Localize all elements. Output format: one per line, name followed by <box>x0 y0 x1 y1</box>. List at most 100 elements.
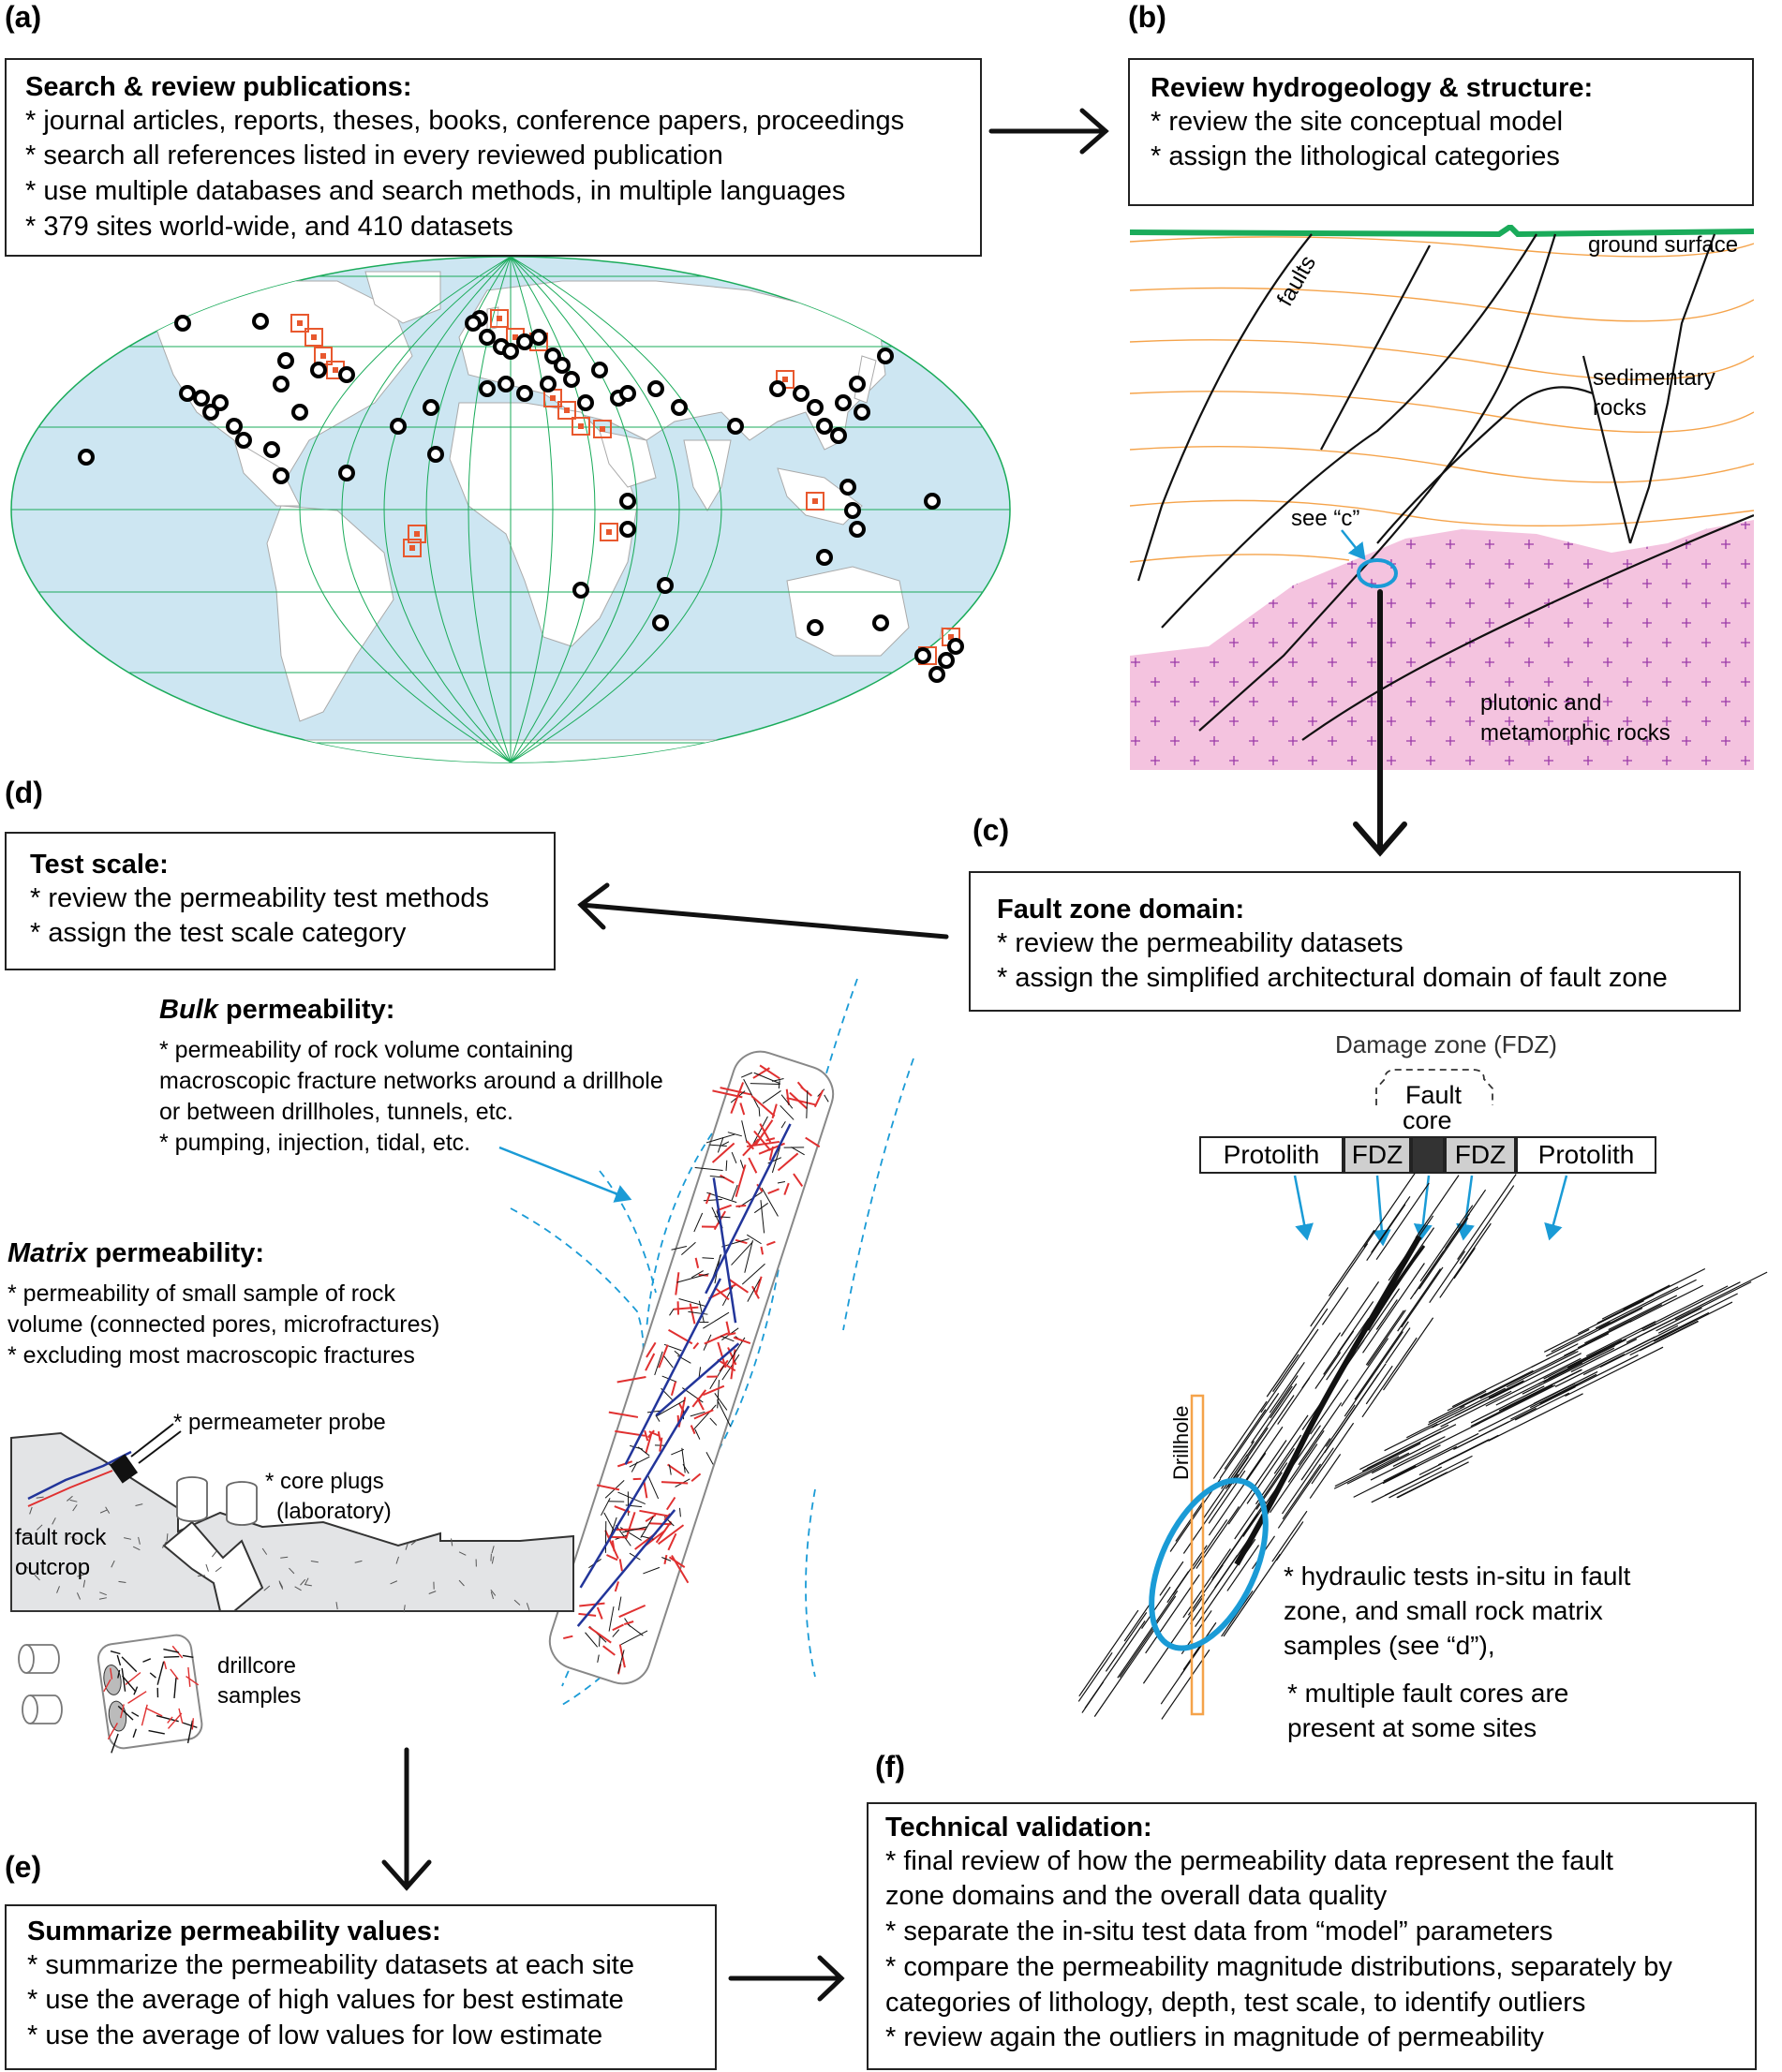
ground-surface-label: ground surface <box>1588 232 1739 258</box>
site-marker <box>544 348 561 364</box>
site-marker <box>540 376 557 392</box>
fracture-mark <box>602 1645 616 1656</box>
box-b-item: * assign the lithological categories <box>1151 141 1560 172</box>
secondary-fault-line <box>1427 1405 1465 1426</box>
secondary-fault-line <box>1428 1393 1487 1423</box>
fracture-mark <box>725 1321 731 1335</box>
fracture-mark <box>753 1130 772 1151</box>
box-summarize: Summarize permeability values: * summari… <box>5 1904 717 2070</box>
outcrop-speck <box>52 1517 56 1525</box>
fracture-mark <box>706 1375 719 1378</box>
fault-swarm-line <box>1142 1593 1206 1684</box>
fault-swarm-line <box>1282 1463 1322 1520</box>
site-marker <box>619 521 636 538</box>
core-fracture <box>167 1712 183 1729</box>
site-marker <box>849 521 866 538</box>
core-fracture <box>132 1728 137 1739</box>
fracture-mark <box>805 1136 821 1148</box>
fracture-mark <box>720 1335 735 1342</box>
fracture-mark <box>611 1535 627 1539</box>
process-arrows <box>381 108 1407 2002</box>
secondary-fault-line <box>1577 1300 1644 1335</box>
fracture-mark <box>780 1094 794 1109</box>
fracture-mark <box>659 1437 663 1452</box>
fault-swarm-line <box>1202 1454 1248 1520</box>
site-square-dot <box>320 353 326 359</box>
secondary-fault-line <box>1522 1347 1615 1395</box>
core-fracture <box>163 1655 180 1658</box>
core-fracture <box>122 1675 137 1693</box>
drill-samples <box>18 1644 63 1724</box>
fracture-mark <box>639 1509 671 1517</box>
fracture-mark <box>681 1447 686 1473</box>
fault-swarm-line <box>1161 1649 1210 1720</box>
plutonic-label-2: metamorphic rocks <box>1480 720 1671 746</box>
site-square-dot <box>409 545 415 551</box>
sedimentary-label-2: rocks <box>1593 395 1647 421</box>
fracture-mark <box>771 1147 781 1174</box>
site-marker <box>854 404 870 421</box>
outcrop-speck <box>118 1580 126 1584</box>
fracture-mark <box>645 1431 653 1454</box>
site-marker <box>390 418 407 435</box>
fracture-mark <box>754 1119 774 1147</box>
outcrop-speck <box>161 1541 168 1548</box>
fracture-mark <box>720 1174 735 1184</box>
fracture-mark <box>759 1064 780 1080</box>
fracture-mark <box>758 1107 761 1117</box>
outcrop-speck <box>22 1562 29 1569</box>
core-fracture <box>121 1656 138 1673</box>
fault-swarm-line <box>1081 1681 1105 1713</box>
site-marker <box>619 493 636 510</box>
site-square <box>403 539 422 557</box>
core-fracture <box>170 1668 179 1680</box>
core-fracture <box>178 1708 184 1724</box>
core-plugs-label-1: * core plugs <box>265 1469 384 1494</box>
fracture-mark <box>720 1087 752 1096</box>
fracture-mark <box>751 1285 760 1299</box>
ground-surface-line <box>1130 225 1754 238</box>
secondary-fault-line <box>1371 1473 1430 1503</box>
outcrop-speck <box>458 1551 467 1556</box>
sedimentary-label-1: sedimentary <box>1593 365 1715 391</box>
fracture-mark <box>655 1414 661 1422</box>
matrix-title-emphasis: Matrix <box>7 1238 88 1268</box>
outcrop-speck <box>69 1499 78 1502</box>
secondary-fault-line <box>1598 1279 1697 1329</box>
fracture-mark <box>735 1164 747 1197</box>
site-square <box>290 314 309 333</box>
fault-swarm-line <box>1077 1651 1113 1702</box>
secondary-fault-line <box>1657 1293 1738 1334</box>
fault-swarm-line <box>1385 1327 1411 1364</box>
damage-zone-label: Damage zone (FDZ) <box>1335 1030 1557 1058</box>
fracture-mark <box>714 1286 730 1301</box>
fracture-mark <box>717 1137 724 1153</box>
fault-swarm-line <box>1459 1185 1515 1265</box>
secondary-fault-line <box>1629 1284 1704 1323</box>
secondary-fault-line <box>1626 1325 1679 1353</box>
site-marker <box>591 362 608 378</box>
fault-swarm-line <box>1210 1513 1258 1581</box>
fault-rock-label-1: fault rock <box>15 1525 107 1550</box>
fracture-mark <box>709 1175 725 1178</box>
see-c-label: see “c” <box>1291 506 1360 531</box>
large-fracture <box>624 1278 722 1465</box>
fault-swarm-line <box>1093 1629 1155 1717</box>
fault-swarm-line <box>1141 1586 1171 1629</box>
panel-label-f: (f) <box>875 1750 905 1783</box>
fracture-mark <box>618 1559 623 1572</box>
core-fracture <box>191 1718 195 1730</box>
site-marker <box>202 404 219 421</box>
fracture-mark <box>738 1191 763 1208</box>
site-marker <box>657 577 674 594</box>
box-d-item: * assign the test scale category <box>30 918 407 949</box>
fault-lines <box>1136 233 1754 741</box>
outcrop-speck <box>211 1550 217 1558</box>
fracture-mark <box>698 1322 709 1324</box>
fault-swarm-line <box>1329 1229 1375 1296</box>
fracture-mark <box>730 1082 745 1114</box>
secondary-fault-line <box>1447 1390 1487 1412</box>
site-marker <box>849 376 866 392</box>
site-square <box>593 420 612 438</box>
secondary-fault-line <box>1539 1384 1578 1404</box>
